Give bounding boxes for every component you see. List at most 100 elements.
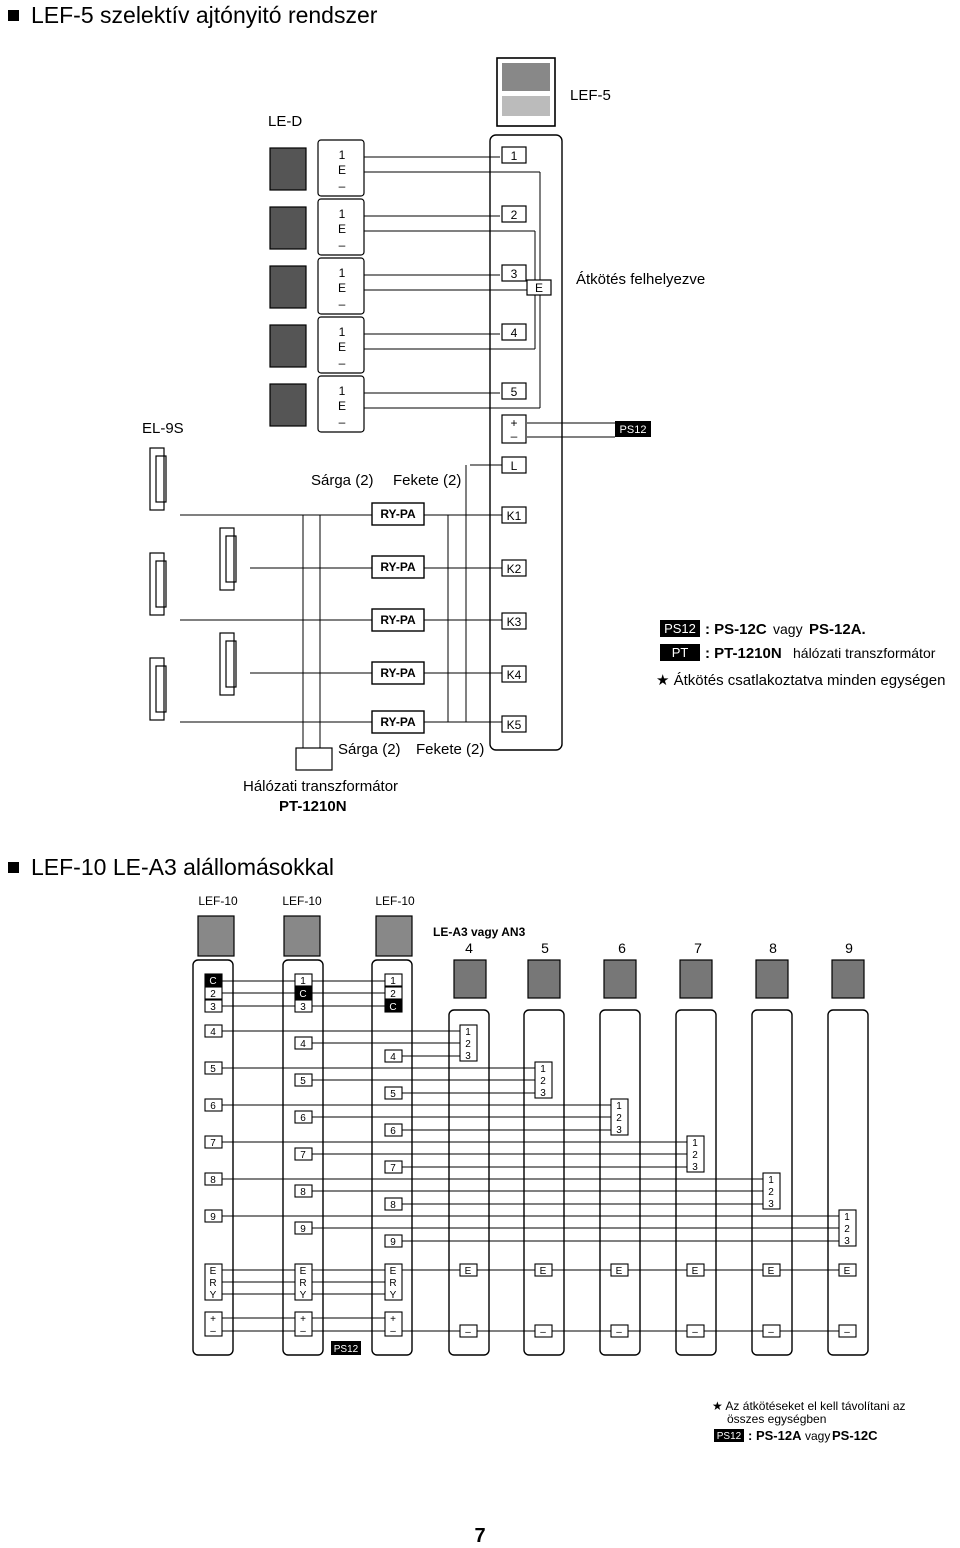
m3-y: Y	[390, 1290, 397, 1301]
m2-top-3: 3	[300, 1002, 306, 1013]
m3-term-4: 4	[390, 1052, 396, 1063]
transformer-label: Hálózati transzformátor	[243, 778, 398, 795]
ps12-badge-2-text: PS12	[334, 1344, 359, 1355]
lef10-wiring-diagram: LEF-10 LEF-10 LEF-10 LE-A3 vagy AN3 4 5 …	[192, 894, 906, 1443]
sub4-terminal-e: E	[338, 340, 346, 354]
sub-number-5: 5	[541, 940, 549, 956]
s4-e: E	[465, 1266, 472, 1277]
lef5-label: LEF-5	[570, 87, 611, 104]
legend-ps12-tag: PS12	[664, 621, 696, 636]
ps12-badge-text: PS12	[620, 424, 647, 436]
section-1-title: LEF-5 szelektív ajtónyitó rendszer	[31, 2, 378, 28]
m1-r: R	[209, 1278, 216, 1289]
sub2-terminal-minus: –	[339, 238, 346, 252]
sub3-terminal-1: 1	[339, 266, 346, 280]
sub3-terminal-e: E	[338, 281, 346, 295]
s4-minus: –	[465, 1327, 471, 1338]
s6-1: 1	[616, 1101, 622, 1112]
lef10-label-3: LEF-10	[375, 894, 415, 908]
m3-r: R	[389, 1278, 396, 1289]
sub3-terminal-minus: –	[339, 297, 346, 311]
legend-pt-tag: PT	[672, 645, 689, 660]
m1-e: E	[210, 1266, 217, 1277]
ps12-badge-2: PS12	[331, 1341, 361, 1355]
ps12-badge: PS12	[615, 421, 651, 437]
sub-number-6: 6	[618, 940, 626, 956]
master-terminal-k3: K3	[507, 615, 522, 629]
relay-label-4: RY-PA	[380, 666, 416, 680]
sub4-terminal-1: 1	[339, 325, 346, 339]
sub5-terminal-e: E	[338, 399, 346, 413]
lef5-wiring-diagram: LEF-5 LE-D EL-9S Átkötés felhelyezve Sár…	[142, 57, 945, 815]
s8-3: 3	[768, 1199, 774, 1210]
s6-e: E	[616, 1266, 623, 1277]
m1-top-1: C	[209, 976, 216, 987]
legend-star-note: ★ Átkötés csatlakoztatva minden egységen	[656, 672, 945, 689]
s5-e: E	[540, 1266, 547, 1277]
relay-label-2: RY-PA	[380, 560, 416, 574]
m3-term-8: 8	[390, 1200, 396, 1211]
m3-top-2: 2	[390, 989, 396, 1000]
section-2-heading: LEF-10 LE-A3 alállomásokkal	[8, 854, 334, 881]
s6-2: 2	[616, 1113, 622, 1124]
legend-2: ★ Az átkötéseket el kell távolítani az ö…	[712, 1399, 906, 1443]
m2-term-9: 9	[300, 1224, 306, 1235]
sub-number-9: 9	[845, 940, 853, 956]
wire-black-label-top: Fekete (2)	[393, 472, 461, 489]
m2-e: E	[300, 1266, 307, 1277]
le-d-label: LE-D	[268, 113, 302, 130]
note-line-1: ★ Az átkötéseket el kell távolítani az	[712, 1399, 906, 1413]
m2-term-5: 5	[300, 1076, 306, 1087]
s7-e: E	[692, 1266, 699, 1277]
master-terminal-plus: +	[510, 416, 517, 430]
lef5-master-unit	[496, 57, 556, 127]
master-terminal-l: L	[511, 459, 518, 473]
m3-term-7: 7	[390, 1163, 396, 1174]
m3-term-5: 5	[390, 1089, 396, 1100]
m3-term-9: 9	[390, 1237, 396, 1248]
jumper-e-terminal: E	[535, 281, 543, 295]
sub-number-4: 4	[465, 940, 473, 956]
sub5-terminal-minus: –	[339, 415, 346, 429]
m2-term-4: 4	[300, 1039, 306, 1050]
legend-2-or: vagy	[805, 1429, 830, 1443]
note-line-2: összes egységben	[727, 1412, 826, 1426]
m1-y: Y	[210, 1290, 217, 1301]
master-terminal-2: 2	[511, 208, 518, 222]
master-terminal-5: 5	[511, 385, 518, 399]
m2-r: R	[299, 1278, 306, 1289]
m1-term-4: 4	[210, 1027, 216, 1038]
master-terminal-minus: –	[511, 429, 518, 443]
m1-top-3: 3	[210, 1002, 216, 1013]
m2-top-1: 1	[300, 976, 306, 987]
master-terminal-k2: K2	[507, 562, 522, 576]
section-2-title: LEF-10 LE-A3 alállomásokkal	[31, 854, 334, 880]
m1-minus: –	[210, 1326, 216, 1337]
page-number: 7	[474, 1525, 486, 1547]
sub1-terminal-e: E	[338, 163, 346, 177]
m2-term-8: 8	[300, 1187, 306, 1198]
relay-label-3: RY-PA	[380, 613, 416, 627]
sub4-terminal-minus: –	[339, 356, 346, 370]
legend-2-ps12-tag: PS12	[717, 1431, 742, 1442]
lef10-label-2: LEF-10	[282, 894, 322, 908]
relay-label-1: RY-PA	[380, 507, 416, 521]
s7-2: 2	[692, 1150, 698, 1161]
sub2-terminal-e: E	[338, 222, 346, 236]
legend-ps12-or: vagy	[773, 621, 803, 637]
m2-y: Y	[300, 1290, 307, 1301]
s5-1: 1	[540, 1064, 546, 1075]
jumper-note: Átkötés felhelyezve	[576, 271, 705, 288]
master-terminal-3: 3	[511, 267, 518, 281]
s4-2: 2	[465, 1039, 471, 1050]
m2-plus: +	[300, 1314, 306, 1325]
legend-2-ps12-text: : PS-12A	[748, 1428, 802, 1443]
legend-1: PS12 : PS-12C vagy PS-12A. PT : PT-1210N…	[656, 620, 945, 689]
s7-minus: –	[692, 1327, 698, 1338]
s6-3: 3	[616, 1125, 622, 1136]
legend-2-ps12-b: PS-12C	[832, 1428, 878, 1443]
sub-type-label: LE-A3 vagy AN3	[433, 925, 526, 939]
relay-label-5: RY-PA	[380, 715, 416, 729]
sub1-terminal-minus: –	[339, 179, 346, 193]
s8-2: 2	[768, 1187, 774, 1198]
